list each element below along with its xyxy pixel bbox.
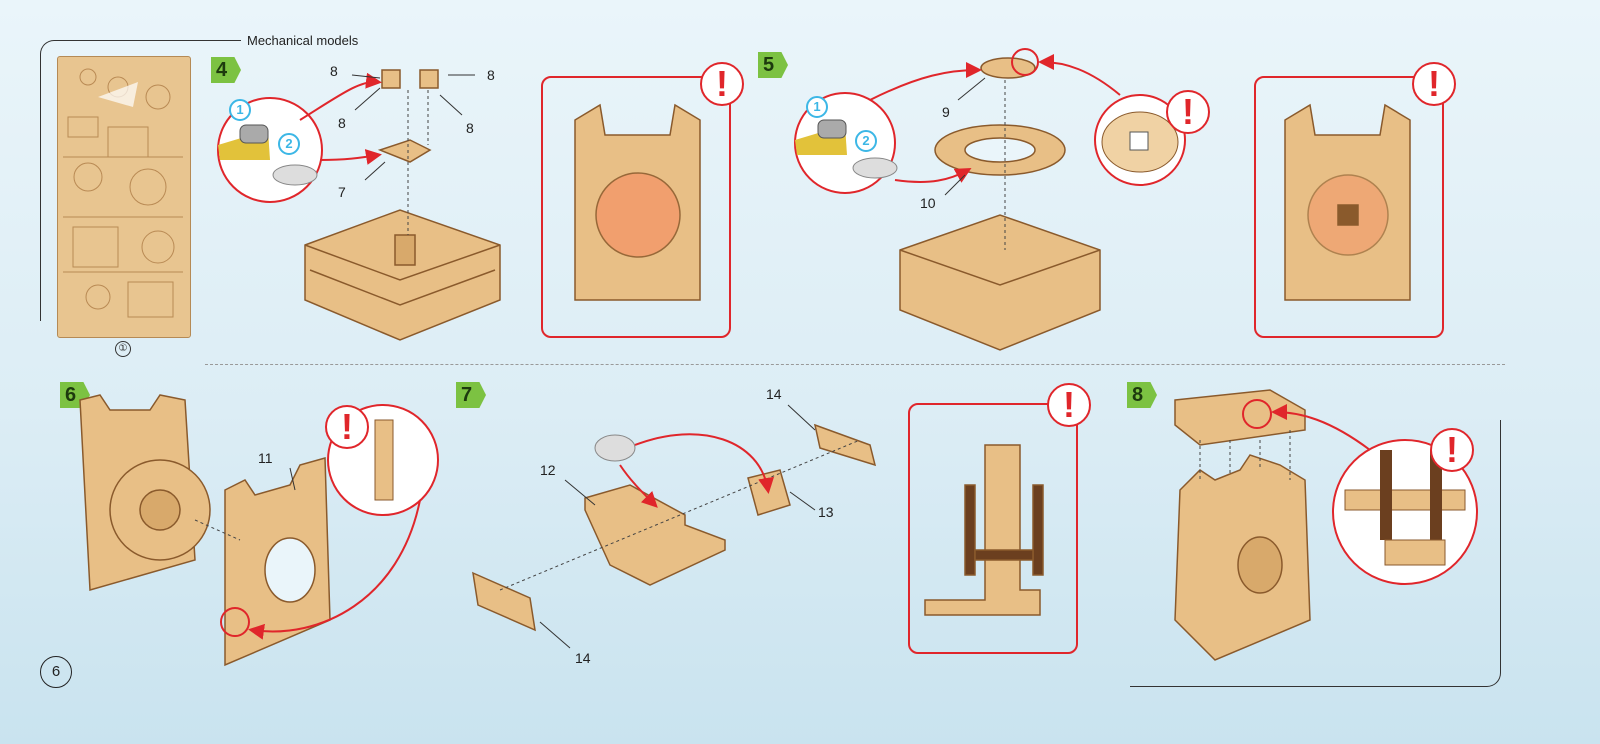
sheet-number: ① [115, 341, 131, 357]
warning-icon: ! [325, 405, 369, 449]
glue-step-2-badge-b: 2 [855, 130, 877, 152]
part-label-8: 8 [338, 115, 346, 131]
part-label-14: 14 [766, 386, 782, 402]
warning-box-3 [908, 403, 1078, 654]
glue-step-1-badge-b: 1 [806, 96, 828, 118]
page-number: 6 [40, 656, 72, 688]
step-4-badge: 4 [211, 57, 241, 83]
footer-frame-line [1130, 420, 1501, 687]
part-label-13: 13 [818, 504, 834, 520]
step-7-badge: 7 [456, 382, 486, 408]
glue-step-1-badge: 1 [229, 99, 251, 121]
warning-box-1 [541, 76, 731, 338]
part-label-11: 11 [258, 450, 273, 466]
warning-box-2 [1254, 76, 1444, 338]
warning-box-3-drawing [924, 444, 1044, 616]
part-label-8: 8 [466, 120, 474, 136]
warning-box-2-drawing [1284, 103, 1411, 301]
page-header-title: Mechanical models [247, 33, 359, 48]
glue-step-2-badge: 2 [278, 133, 300, 155]
warning-box-1-drawing [574, 103, 701, 301]
part-label-8: 8 [487, 67, 495, 83]
part-label-9: 9 [942, 104, 950, 120]
parts-sheet-drawing [63, 68, 183, 318]
step-6-assembly [79, 394, 331, 667]
warning-icon: ! [1412, 62, 1456, 106]
warning-icon: ! [1047, 383, 1091, 427]
part-label-12: 12 [540, 462, 556, 478]
step-5-assembly [899, 57, 1101, 351]
part-label-10: 10 [920, 195, 936, 211]
warning-icon: ! [1430, 428, 1474, 472]
step-5-badge: 5 [758, 52, 788, 78]
warning-icon: ! [700, 62, 744, 106]
warning-icon: ! [1166, 90, 1210, 134]
parts-sheet [57, 56, 191, 338]
part-label-7: 7 [338, 184, 346, 200]
section-divider [205, 364, 1505, 365]
step-4-assembly [304, 69, 501, 341]
part-label-14: 14 [575, 650, 591, 666]
part-label-8: 8 [330, 63, 338, 79]
step-8-badge: 8 [1127, 382, 1157, 408]
step-7-assembly [472, 423, 877, 632]
step-8-assembly [1174, 389, 1311, 661]
header-frame-line [40, 40, 241, 321]
